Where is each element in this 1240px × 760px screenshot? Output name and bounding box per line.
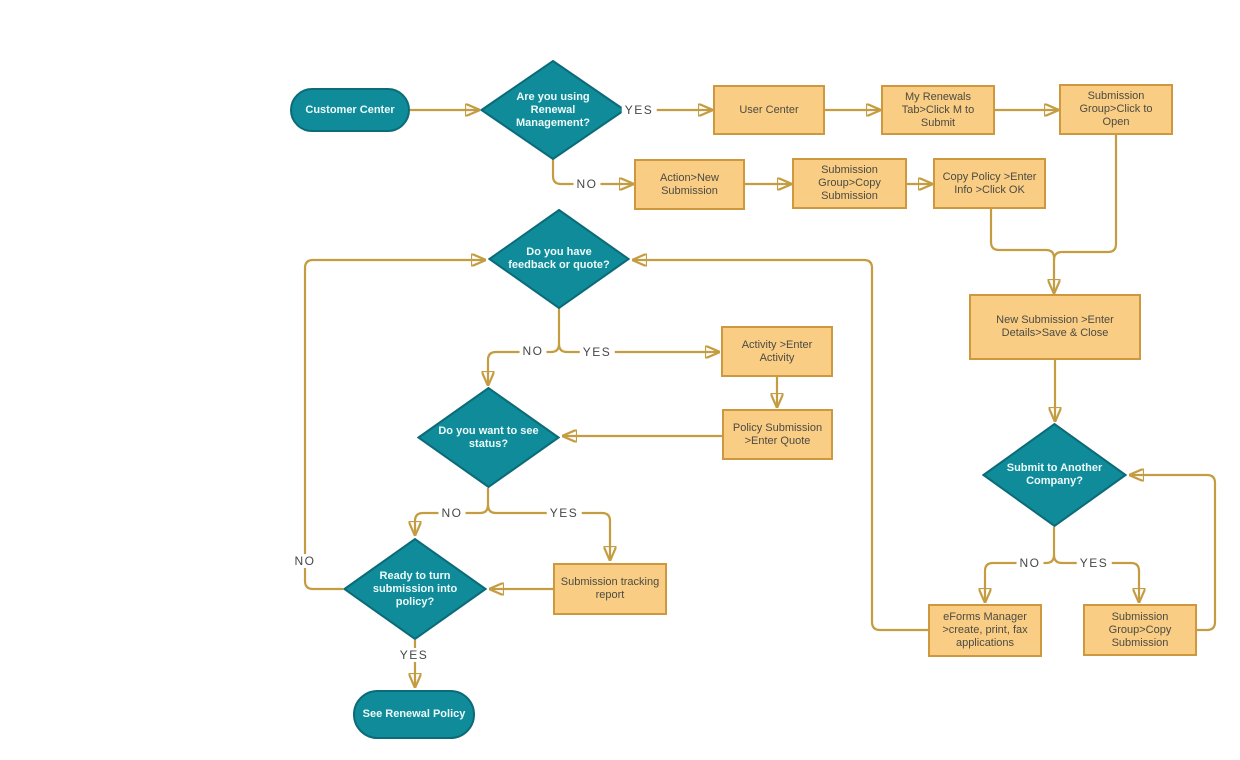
edge-label-renewal-no: NO [573, 177, 601, 191]
node-action-new-submission-label: Action>New Submission [659, 171, 719, 197]
edge-label-status-no: NO [438, 506, 466, 520]
node-renewal-question-label: Are you using Renewal Management? [516, 90, 590, 129]
node-activity-enter: Activity >Enter Activity [721, 326, 833, 377]
node-policy-submission-label: Policy Submission >Enter Quote [732, 421, 823, 447]
node-status-question: Do you want to see status? [417, 387, 560, 488]
node-new-submission-details-label: New Submission >Enter Details>Save & Clo… [996, 314, 1114, 339]
node-eforms-manager: eForms Manager >create, print, fax appli… [928, 604, 1042, 657]
diamond-shape [488, 209, 630, 309]
edge-label-renewal-yes: YES [621, 103, 657, 117]
node-copy-policy-label: Copy Policy >Enter Info >Click OK [942, 170, 1037, 196]
edge-label-ready-no: NO [291, 554, 319, 568]
node-customer-center: Customer Center [290, 88, 410, 132]
edge-submit-another-yes-to-sg-copy2 [1052, 554, 1139, 601]
edge-renewal-no-to-action [551, 158, 632, 184]
node-new-submission-details: New Submission >Enter Details>Save & Clo… [969, 294, 1141, 360]
node-feedback-question-label: Do you have feedback or quote? [508, 246, 610, 271]
edge-status-no-to-ready [415, 504, 490, 534]
node-submission-group-copy: Submission Group>Copy Submission [792, 158, 907, 209]
node-copy-policy: Copy Policy >Enter Info >Click OK [933, 158, 1046, 209]
edge-ready-no-loop-to-feedback [303, 260, 484, 591]
diamond-shape [417, 387, 560, 488]
node-submission-group-copy-2: Submission Group>Copy Submission [1083, 604, 1197, 656]
edge-sg-copy2-loop-to-submit-another [1131, 475, 1217, 632]
node-renewal-question: Are you using Renewal Management? [480, 60, 626, 160]
node-submission-tracking-label: Submission tracking report [560, 576, 660, 601]
node-ready-question-label: Ready to turn submission into policy? [372, 569, 458, 608]
node-customer-center-label: Customer Center [305, 103, 395, 116]
node-my-renewals: My Renewals Tab>Click M to Submit [881, 85, 995, 135]
node-status-question-label: Do you want to see status? [438, 424, 539, 450]
edge-sg-open-merge [1052, 135, 1118, 261]
node-my-renewals-label: My Renewals Tab>Click M to Submit [901, 90, 975, 129]
node-submission-group-copy-label: Submission Group>Copy Submission [818, 164, 881, 202]
node-submission-group-copy-2-label: Submission Group>Copy Submission [1108, 610, 1172, 649]
edge-status-yes-to-tracking [486, 504, 610, 559]
node-activity-enter-label: Activity >Enter Activity [741, 338, 813, 364]
node-policy-submission: Policy Submission >Enter Quote [722, 409, 833, 460]
node-submit-another-question-label: Submit to Another Company? [1006, 462, 1103, 487]
diamond-shape [982, 423, 1127, 527]
edge-label-submit-no: NO [1016, 556, 1044, 570]
node-see-renewal-policy-label: See Renewal Policy [362, 708, 466, 720]
edge-label-feedback-no: NO [519, 344, 547, 358]
edge-submit-another-no-to-eforms [985, 554, 1056, 601]
edge-feedback-yes-to-activity [557, 343, 718, 352]
edge-label-feedback-yes: YES [579, 345, 615, 359]
edge-label-status-yes: YES [546, 506, 582, 520]
node-feedback-question: Do you have feedback or quote? [488, 209, 630, 309]
node-see-renewal-policy: See Renewal Policy [353, 690, 475, 739]
node-eforms-manager-label: eForms Manager >create, print, fax appli… [942, 611, 1028, 649]
node-action-new-submission: Action>New Submission [634, 159, 745, 210]
edge-label-submit-yes: YES [1076, 556, 1112, 570]
edge-eforms-loop-to-feedback [634, 260, 928, 632]
edge-feedback-no-to-status [488, 343, 561, 384]
diamond-shape [480, 60, 626, 160]
node-submission-group-open-label: Submission Group>Click to Open [1079, 90, 1153, 128]
node-submission-tracking: Submission tracking report [553, 563, 667, 615]
node-submission-group-open: Submission Group>Click to Open [1059, 84, 1173, 135]
node-user-center: User Center [713, 85, 825, 135]
node-submit-another-question: Submit to Another Company? [982, 423, 1127, 527]
diamond-shape [343, 538, 487, 640]
node-user-center-label: User Center [739, 103, 799, 116]
edge-copy-policy-to-new-submission [989, 209, 1054, 292]
node-ready-question: Ready to turn submission into policy? [343, 538, 487, 640]
edge-label-ready-yes: YES [396, 648, 432, 662]
